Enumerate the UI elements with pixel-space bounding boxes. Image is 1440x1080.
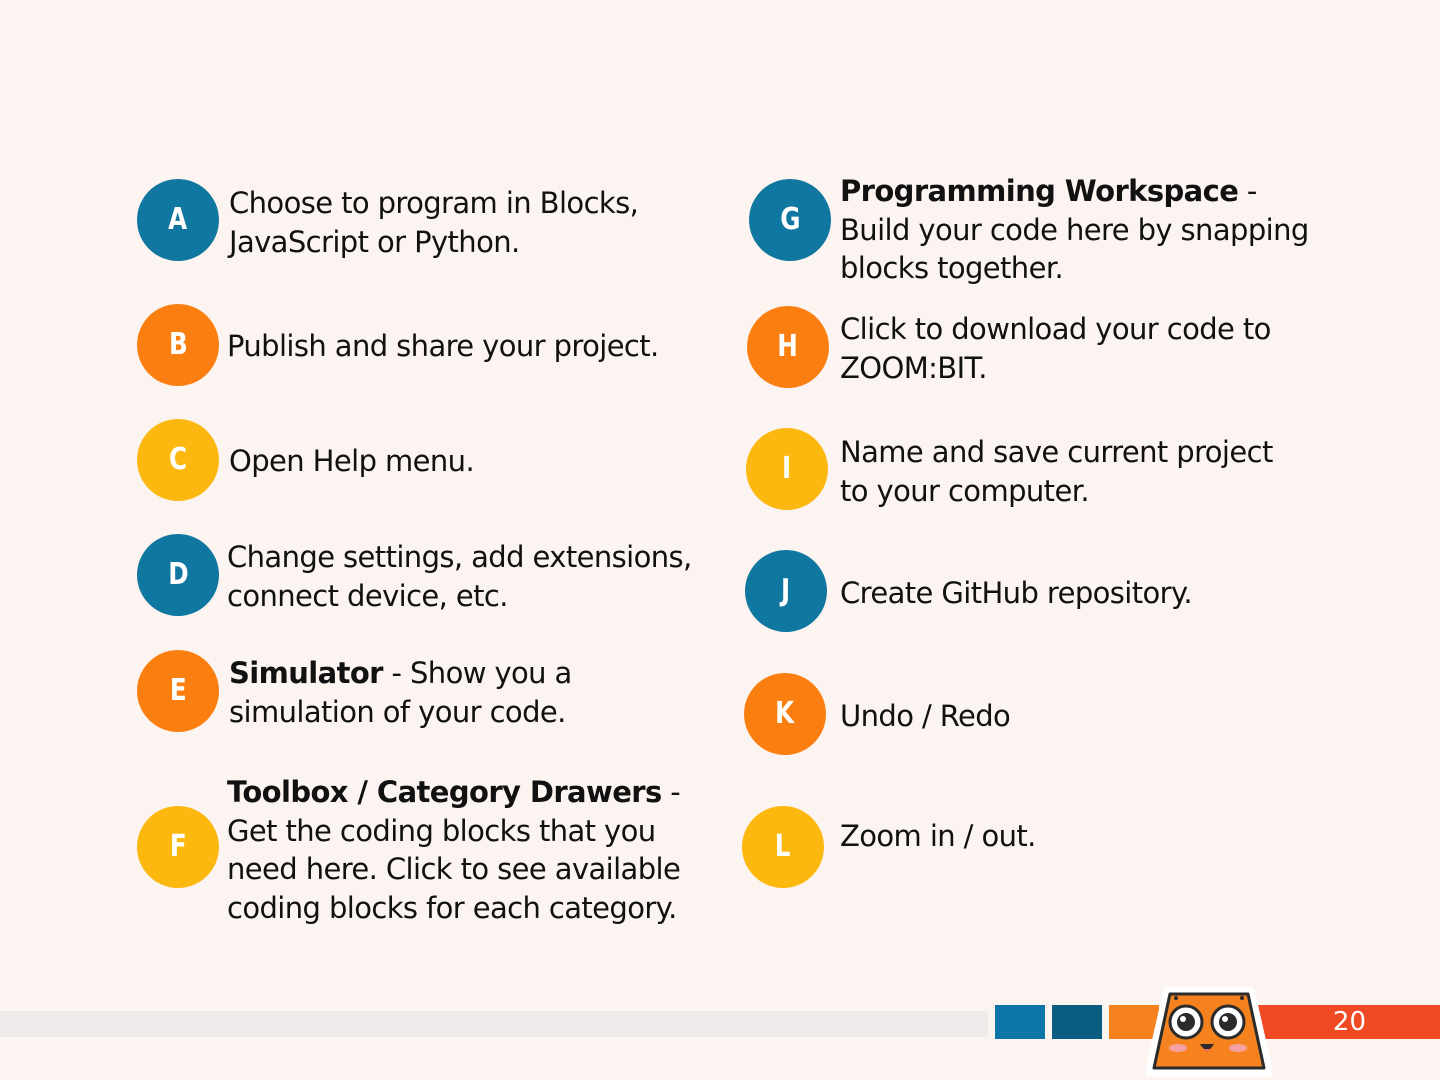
badge-k: K <box>744 673 826 755</box>
footer-segment-orange <box>1109 1005 1159 1039</box>
badge-e: E <box>137 650 219 732</box>
page-number: 20 <box>1250 1005 1440 1039</box>
description-h: Click to download your code to ZOOM:BIT. <box>840 312 1271 385</box>
badge-b: B <box>137 304 219 386</box>
robot-mascot-icon <box>1146 987 1272 1077</box>
description-l: Zoom in / out. <box>840 819 1036 853</box>
description-b: Publish and share your project. <box>227 329 659 363</box>
description-d: Change settings, add extensions, connect… <box>227 540 692 613</box>
badge-j: J <box>745 550 827 632</box>
description-e: Simulator - Show you a simulation of you… <box>229 654 709 731</box>
footer-segment-dark-blue <box>1052 1005 1102 1039</box>
workspace-term: Programming Workspace <box>840 174 1239 208</box>
description-a: Choose to program in Blocks, JavaScript … <box>229 186 639 259</box>
badge-i: I <box>746 428 828 510</box>
toolbox-text: - Get the coding blocks that you need he… <box>227 775 681 925</box>
workspace-text: - Build your code here by snapping block… <box>840 174 1309 285</box>
badge-l: L <box>742 806 824 888</box>
badge-h: H <box>747 306 829 388</box>
description-c: Open Help menu. <box>229 444 475 478</box>
badge-a: A <box>137 179 219 261</box>
description-f: Toolbox / Category Drawers - Get the cod… <box>227 773 707 927</box>
badge-c: C <box>137 419 219 501</box>
badge-g: G <box>749 179 831 261</box>
description-g: Programming Workspace - Build your code … <box>840 172 1330 288</box>
description-i: Name and save current project to your co… <box>840 435 1273 508</box>
footer-segment-blue <box>995 1005 1045 1039</box>
toolbox-term: Toolbox / Category Drawers <box>227 775 662 809</box>
description-k: Undo / Redo <box>840 699 1011 733</box>
badge-f: F <box>137 806 219 888</box>
simulator-text: - Show you a simulation of your code. <box>229 656 572 729</box>
description-j: Create GitHub repository. <box>840 576 1193 610</box>
badge-d: D <box>137 534 219 616</box>
footer-bar <box>0 1011 988 1037</box>
simulator-term: Simulator <box>229 656 383 690</box>
